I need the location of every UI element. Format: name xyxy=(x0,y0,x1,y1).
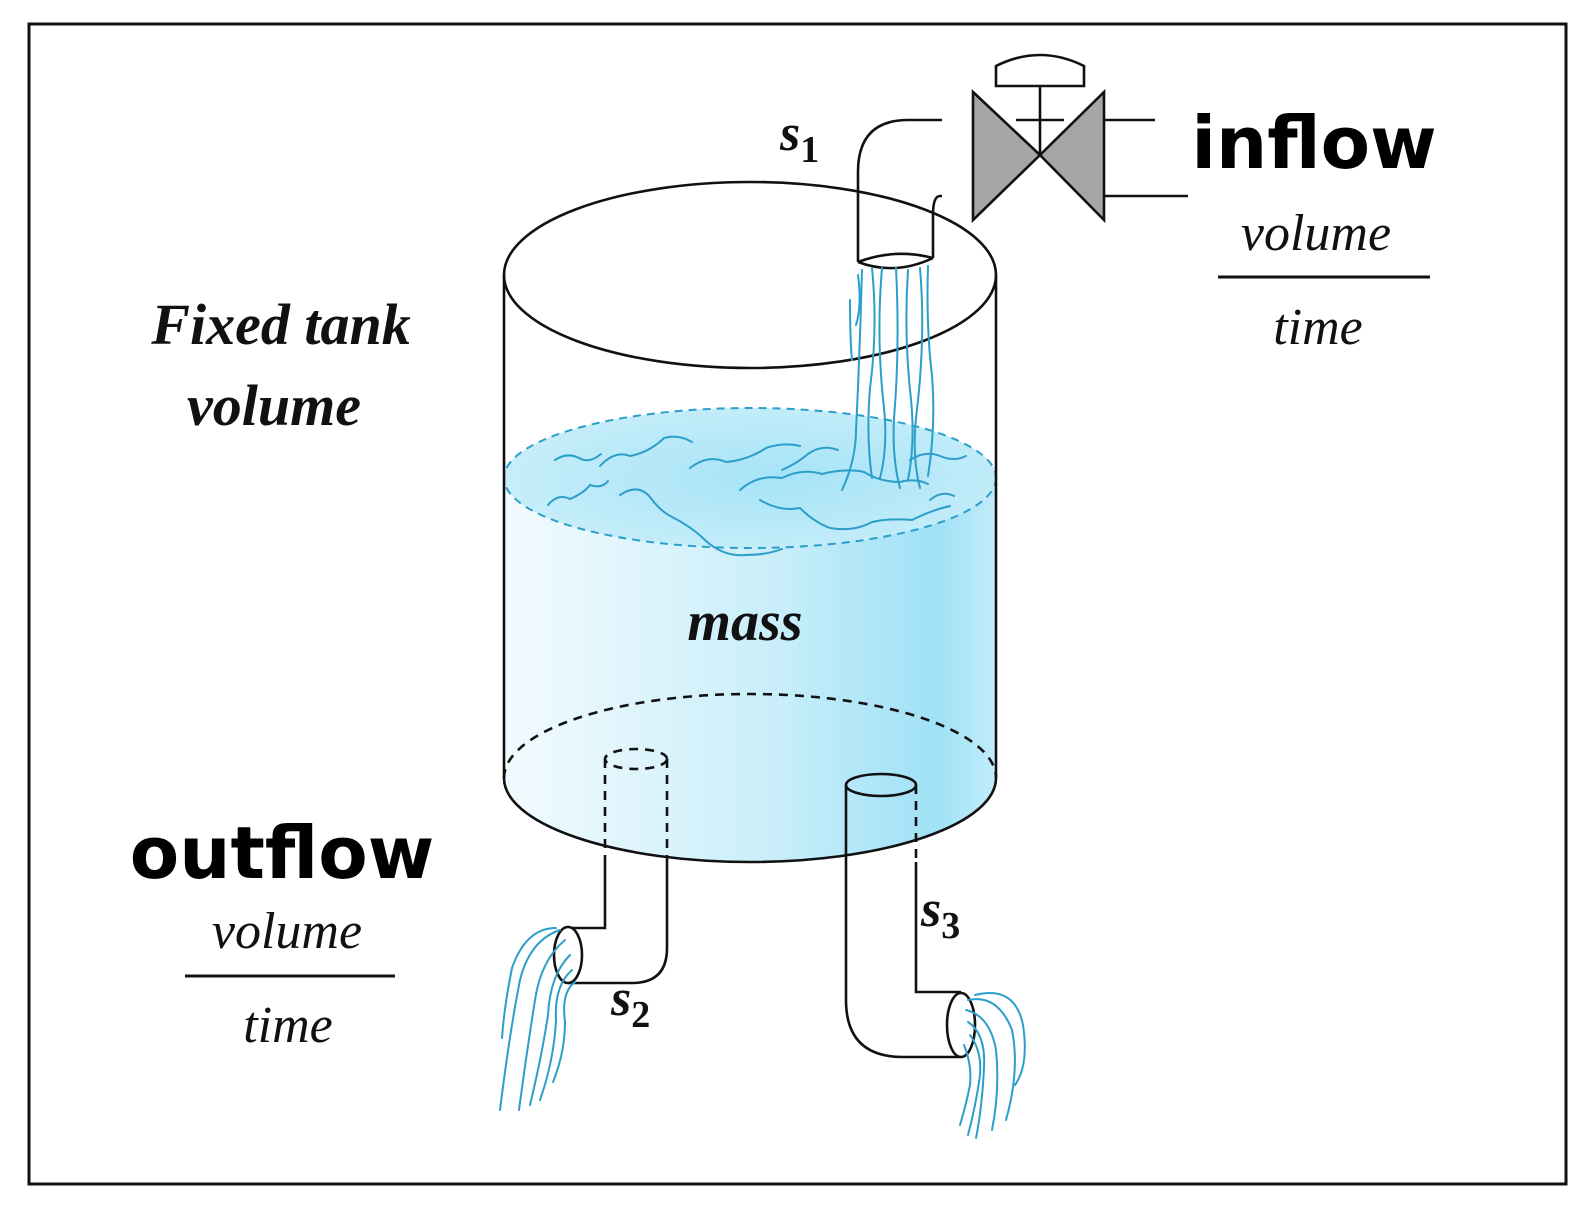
outlet-pipe-left xyxy=(552,747,669,985)
outlet-left-mouth xyxy=(552,925,584,985)
control-valve xyxy=(971,53,1106,224)
outlet-pipe-right xyxy=(844,772,977,1059)
inflow-denominator: time xyxy=(1273,299,1363,356)
outlet-right-mouth xyxy=(945,991,977,1059)
tank-bottom-front xyxy=(502,777,998,864)
valve-actuator xyxy=(994,53,1086,88)
inflow-numerator: volume xyxy=(1241,205,1391,262)
outflow-stream-right xyxy=(959,992,1026,1139)
section-label-s1: s1 xyxy=(779,105,819,171)
section-s1-letter: s xyxy=(779,105,800,162)
water-surface xyxy=(503,407,997,549)
section-s2-index: 2 xyxy=(631,994,650,1036)
section-label-s2: s2 xyxy=(610,970,650,1036)
outflow-denominator: time xyxy=(243,997,333,1054)
section-s3-index: 3 xyxy=(941,905,960,947)
tank-bottom-back xyxy=(502,692,998,779)
section-s3-letter: s xyxy=(920,881,941,938)
outflow-title: outflow xyxy=(130,811,435,895)
tank-label-line2: volume xyxy=(187,373,361,438)
surface-ripples xyxy=(547,435,967,557)
outflow-stream-left xyxy=(499,927,576,1111)
section-label-s3: s3 xyxy=(920,881,960,947)
outflow-numerator: volume xyxy=(212,903,362,960)
mass-label: mass xyxy=(687,591,802,653)
tank-label-line1: Fixed tank xyxy=(150,292,410,357)
section-s1-index: 1 xyxy=(800,129,819,171)
inflow-water-stream xyxy=(841,265,935,491)
inflow-title: inflow xyxy=(1191,101,1436,185)
section-s2-letter: s xyxy=(610,970,631,1027)
